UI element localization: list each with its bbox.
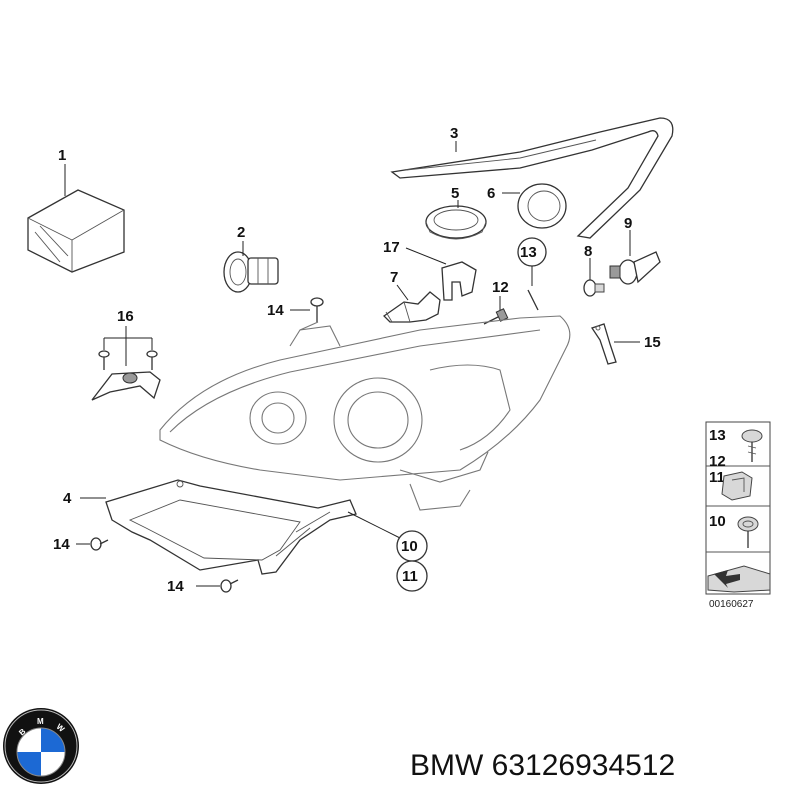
legend-12: 12 [709,453,726,470]
part-7-bulb [382,291,441,323]
label-10: 10 [401,538,418,555]
label-11: 11 [402,568,418,585]
legend-screw-10-icon [737,516,759,548]
label-9: 9 [624,215,632,232]
label-13: 13 [520,244,537,261]
part-16-bracket [91,350,161,401]
label-16: 16 [117,308,134,325]
part-15-bracket [590,323,617,365]
label-15: 15 [644,334,661,351]
part-2-socket [223,251,279,293]
label-2: 2 [237,224,245,241]
legend-arrow-icon [707,565,771,593]
legend-10: 10 [709,513,726,530]
label-6: 6 [487,185,495,202]
part-number-caption: BMW 63126934512 [410,749,675,782]
legend-screw-13-icon [741,429,763,462]
label-1: 1 [58,147,66,164]
label-8: 8 [584,243,592,260]
reference-code: 00160627 [709,599,754,610]
legend-nut-11-icon [721,471,753,501]
fastener-legend: 13 12 11 10 [705,421,771,595]
label-7: 7 [390,269,398,286]
leader-10 [347,511,401,539]
legend-11: 11 [709,469,725,486]
label-12: 12 [492,279,509,296]
part-17-clip [441,261,477,301]
part-4-frame [105,479,357,575]
svg-text:W: W [55,722,67,734]
part-9-socket [609,251,661,285]
leader-17 [405,247,447,265]
part-3-seal [390,117,674,239]
part-1-box [27,189,125,273]
part-14-screw-left [90,537,109,551]
label-14-bottom: 14 [167,578,184,595]
label-5: 5 [451,185,459,202]
part-14-screw-top [310,297,324,322]
legend-13: 13 [709,427,726,444]
part-8-small-bulb [583,279,605,297]
leader-7 [396,284,409,301]
part-13-screw [527,289,539,311]
part-14-screw-bottom [220,579,239,593]
part-16-leaders [103,326,153,366]
label-3: 3 [450,125,458,142]
label-17: 17 [383,239,400,256]
part-6-cap [517,183,567,229]
label-14-top: 14 [267,302,284,319]
part-5-cap [425,205,487,240]
label-14-left: 14 [53,536,70,553]
label-4: 4 [63,490,72,507]
svg-text:M: M [37,717,44,726]
bmw-logo-icon: B M W [3,708,79,784]
svg-text:B: B [17,727,27,738]
headlight-housing [159,315,571,511]
label-11-ring [396,560,428,592]
